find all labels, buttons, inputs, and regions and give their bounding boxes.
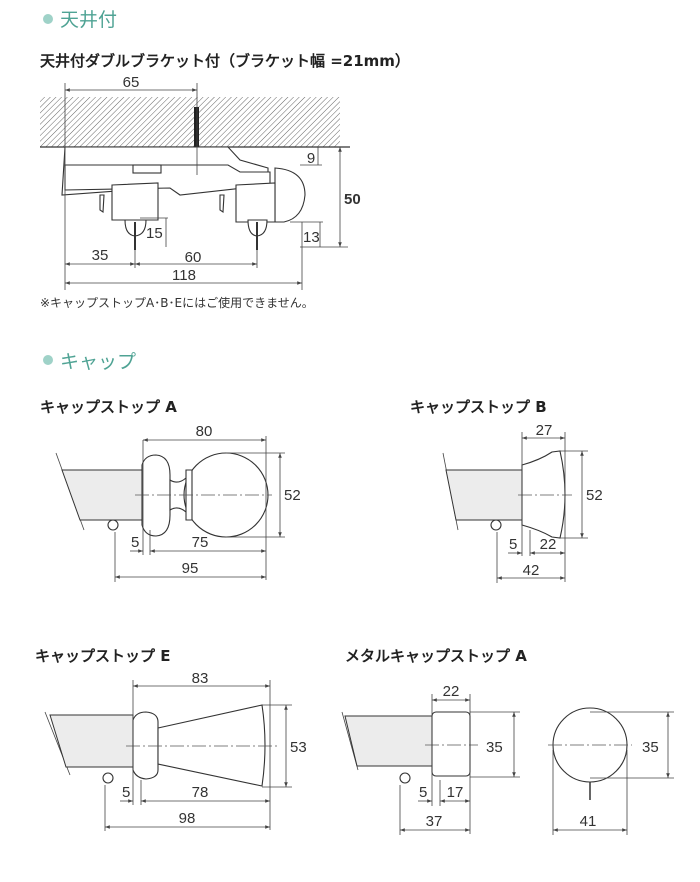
svg-text:5: 5: [419, 784, 427, 801]
svg-text:65: 65: [123, 74, 140, 91]
svg-text:53: 53: [290, 739, 307, 756]
svg-text:118: 118: [172, 267, 196, 284]
cap-stop-a-title: キャップストップ A: [40, 398, 177, 416]
svg-text:80: 80: [196, 423, 213, 440]
ring-runner-icon: [399, 772, 411, 784]
section-heading-ceiling: 天井付: [60, 9, 117, 31]
svg-text:17: 17: [447, 784, 464, 801]
svg-text:15: 15: [146, 225, 163, 242]
cap-stop-e-title: キャップストップ E: [35, 647, 170, 665]
svg-text:98: 98: [179, 810, 196, 827]
ring-runner-icon: [490, 519, 502, 531]
svg-text:22: 22: [443, 683, 460, 700]
svg-text:75: 75: [192, 534, 209, 551]
svg-text:41: 41: [580, 813, 597, 830]
svg-text:5: 5: [509, 536, 517, 553]
svg-text:50: 50: [344, 191, 361, 208]
cap-stop-b-title: キャップストップ B: [410, 398, 547, 416]
screw-icon: [194, 107, 199, 147]
metal-cap-stop-a-title: メタルキャップストップ A: [345, 647, 527, 665]
section-bullet-icon: [43, 14, 53, 24]
svg-text:35: 35: [642, 739, 659, 756]
cap-stop-a-drawing: 80 52 5 75 95: [55, 423, 301, 582]
svg-text:13: 13: [303, 229, 320, 246]
svg-text:83: 83: [192, 670, 209, 687]
svg-text:22: 22: [540, 536, 557, 553]
svg-text:95: 95: [182, 560, 199, 577]
svg-text:35: 35: [92, 247, 109, 264]
svg-text:42: 42: [523, 562, 540, 579]
section-heading-cap: キャップ: [60, 351, 136, 373]
svg-text:9: 9: [307, 150, 315, 167]
cap-stop-e-drawing: 83 53 5 78 98: [44, 670, 307, 831]
section-bullet-icon: [43, 355, 53, 365]
ring-runner-icon: [102, 772, 114, 784]
svg-text:35: 35: [486, 739, 503, 756]
svg-text:5: 5: [122, 784, 130, 801]
ceiling-dimensions: 65 9 50 13 15 35 60 118: [64, 74, 361, 290]
ceiling-bracket-drawing: [40, 97, 350, 250]
svg-text:78: 78: [192, 784, 209, 801]
ring-runner-icon: [107, 519, 119, 531]
cap-stop-b-drawing: 27 52 5 22 42: [442, 422, 603, 583]
svg-text:27: 27: [536, 422, 553, 439]
svg-text:37: 37: [426, 813, 443, 830]
usage-note: ※キャップストップA･B･Eにはご使用できません。: [40, 295, 314, 310]
svg-text:52: 52: [586, 487, 603, 504]
ceiling-bracket-title: 天井付ダブルブラケット付（ブラケット幅 =21mm）: [40, 52, 410, 70]
svg-text:60: 60: [185, 249, 202, 266]
metal-cap-stop-a-drawing: 22 35 5 17 37 35 41: [341, 683, 674, 835]
svg-text:52: 52: [284, 487, 301, 504]
svg-text:5: 5: [131, 534, 139, 551]
